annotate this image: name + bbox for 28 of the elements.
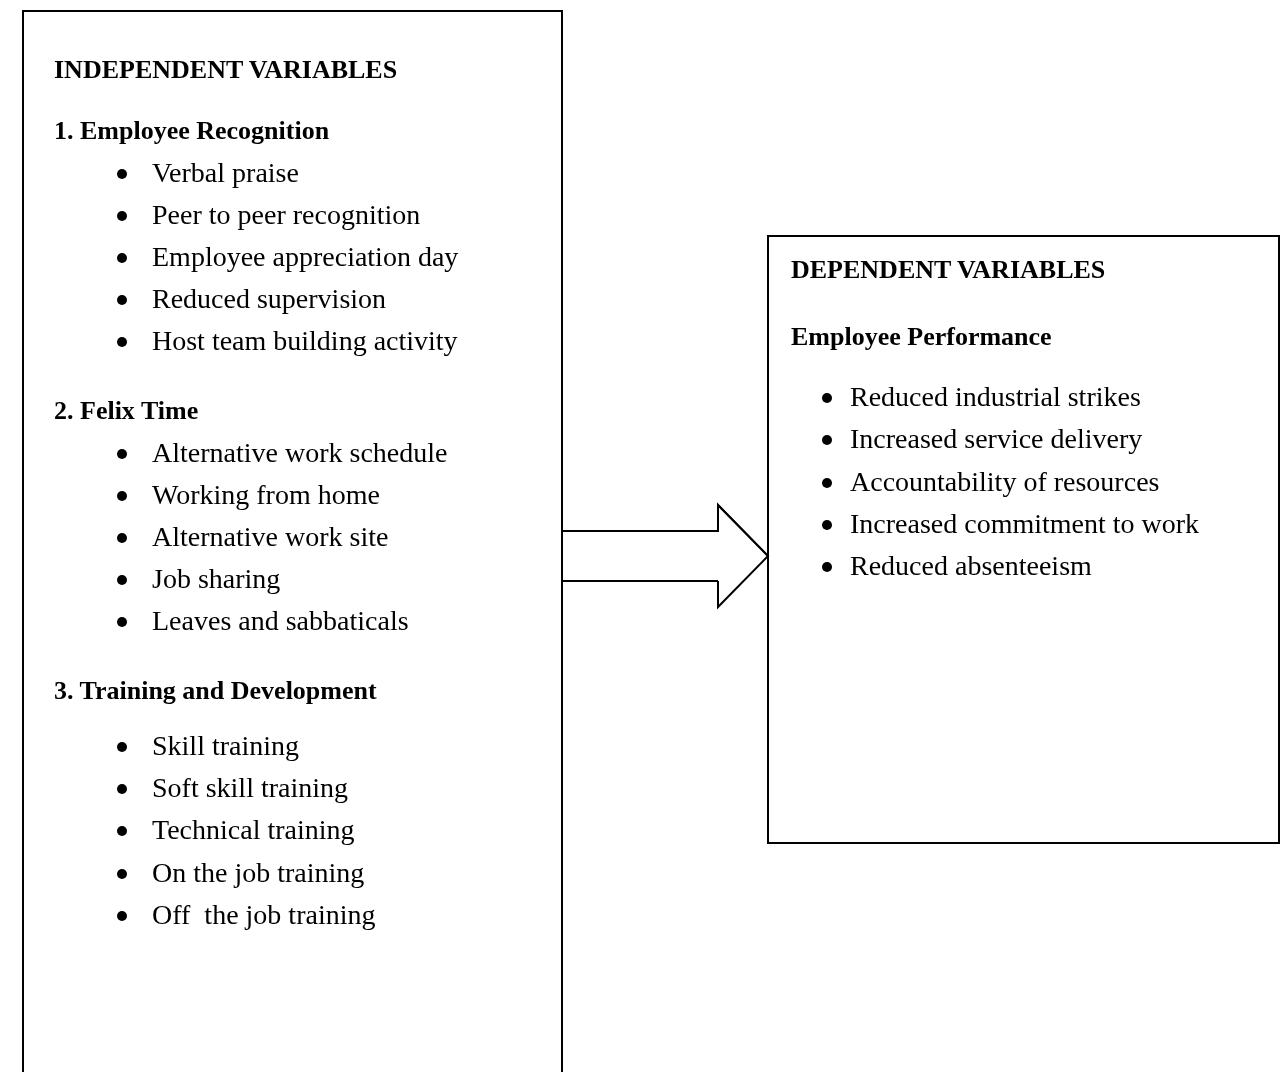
list-item: Skill training: [152, 732, 299, 760]
list-item: Leaves and sabbaticals: [152, 607, 409, 635]
list-item: Increased service delivery: [850, 425, 1143, 453]
list-item: Working from home: [152, 481, 380, 509]
list-item: On the job training: [152, 859, 365, 887]
section-heading: Employee Performance: [791, 324, 1052, 350]
list-item: Alternative work site: [152, 523, 389, 551]
list-item: Reduced absenteeism: [850, 552, 1092, 580]
section-heading: 3. Training and Development: [54, 678, 377, 704]
box-heading: INDEPENDENT VARIABLES: [54, 57, 398, 83]
list-item: Alternative work schedule: [152, 439, 448, 467]
list-item: Off the job training: [152, 901, 376, 929]
list-item: Peer to peer recognition: [152, 201, 421, 229]
variables-box: [767, 235, 1280, 844]
list-item: Accountability of resources: [850, 468, 1160, 496]
list-item: Increased commitment to work: [850, 510, 1200, 538]
list-item: Verbal praise: [152, 159, 299, 187]
list-item: Job sharing: [152, 565, 281, 593]
list-item: Soft skill training: [152, 774, 348, 802]
list-item: Reduced supervision: [152, 285, 387, 313]
box-heading: DEPENDENT VARIABLES: [791, 257, 1106, 283]
list-item: Host team building activity: [152, 327, 458, 355]
variables-box: [22, 10, 563, 1072]
section-heading: 1. Employee Recognition: [54, 118, 330, 144]
section-heading: 2. Felix Time: [54, 398, 199, 424]
list-item: Technical training: [152, 816, 355, 844]
list-item: Employee appreciation day: [152, 243, 459, 271]
list-item: Reduced industrial strikes: [850, 383, 1141, 411]
